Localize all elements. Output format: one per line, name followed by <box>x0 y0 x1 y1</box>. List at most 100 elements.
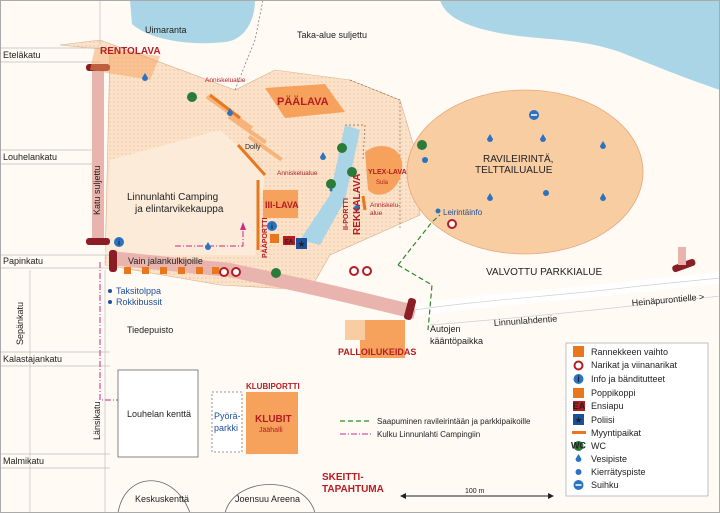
police-icon <box>573 414 584 425</box>
street-malmikatu: Malmikatu <box>3 456 44 466</box>
label-taksitolppa: Taksitolppa <box>116 286 161 296</box>
legend-label-9: Kierrätyspiste <box>591 467 646 477</box>
svg-text:★: ★ <box>297 239 305 249</box>
label-anniskelu-alue: Anniskelu- <box>370 202 400 209</box>
label-joensuu-areena: Joensuu Areena <box>235 494 300 504</box>
street-lines <box>0 0 110 513</box>
label-jaahalli: Jäähalli <box>259 427 283 434</box>
label-pyoraparkki-2: parkki <box>214 423 238 433</box>
police-icon <box>296 238 307 249</box>
label-klubit: KLUBIT <box>255 414 292 425</box>
paalava-stage <box>265 84 345 118</box>
label-rentolava: RENTOLAVA <box>100 46 161 57</box>
label-anniskelu-alue-2: alue <box>370 210 383 217</box>
wc-icons <box>187 92 427 278</box>
street-linnunlahdentie: Linnunlahdentie <box>493 314 557 328</box>
label-anniskelualue-2: Anniskelualue <box>277 170 318 177</box>
svg-text:★: ★ <box>574 415 582 425</box>
cloakroom-icons <box>219 219 457 277</box>
label-vain-jalankulkijoille: Vain jalankulkijoille <box>128 256 203 266</box>
louhelan-kentta <box>117 369 199 458</box>
info-icons <box>114 208 441 247</box>
label-paalava: PÄÄLAVA <box>277 95 329 108</box>
label-pyoraparkki-1: Pyörä- <box>214 411 241 421</box>
label-taka-alue: Taka-alue suljettu <box>297 30 367 40</box>
north-lake <box>440 0 720 90</box>
area-borders <box>234 0 401 230</box>
label-ylex-lava: YLEX-LAVA <box>368 169 407 176</box>
street-louhelankatu: Louhelankatu <box>3 152 57 162</box>
label-uimaranta: Uimaranta <box>145 25 187 35</box>
ravileirinta-area <box>406 89 644 255</box>
svg-text:WC: WC <box>571 441 586 451</box>
camping-route-line <box>99 262 118 401</box>
label-palloilukeidas: PALLOILUKEIDAS <box>338 347 416 357</box>
cloakroom-icon <box>573 360 584 371</box>
sales-point-icon <box>572 431 586 434</box>
legend-label-3: Poppikoppi <box>591 388 636 398</box>
label-autojen: Autojen <box>430 324 461 334</box>
label-anniskelualue: Anniskelualue <box>205 77 246 84</box>
street-etelakatu: Eteläkatu <box>3 50 41 60</box>
street-lansikatu: Länsikatu <box>92 401 102 440</box>
svg-text:EA: EA <box>285 240 294 246</box>
camping-area <box>105 130 265 255</box>
svg-text:i: i <box>577 374 580 384</box>
first-aid-icon <box>283 236 295 245</box>
street-papinkatu: Papinkatu <box>3 256 43 266</box>
wristband-exchange-icon <box>573 346 584 357</box>
pyoraparkki <box>211 391 243 453</box>
water-point-icons <box>142 73 606 250</box>
legend-label-4: Ensiapu <box>591 401 624 411</box>
label-skeitti: SKEITTI- <box>322 472 364 483</box>
label-kaantopaikka: kääntöpaikka <box>430 336 483 346</box>
wristband-exchange-icons <box>124 267 219 274</box>
first-aid-icon <box>573 401 585 411</box>
label-paaportti: PÄÄPORTTI <box>261 218 269 259</box>
info-icon <box>573 374 584 384</box>
label-iii-lava: III-LAVA <box>265 200 299 210</box>
legend-label-2: Info ja bänditutteet <box>591 374 666 384</box>
legend-label-0: Rannekkeen vaihto <box>591 347 668 357</box>
recycling-icon <box>575 469 582 475</box>
route-arrival-label: Saapuminen ravileirintään ja parkkipaiko… <box>377 417 531 426</box>
label-dolly: Dolly <box>245 144 261 151</box>
label-louhelan-kentta: Louhelan kenttä <box>127 409 191 419</box>
street-katu-suljettu: Katu suljettu <box>92 165 102 215</box>
label-tiedepuisto: Tiedepuisto <box>127 325 173 335</box>
iii-lava-stage <box>263 190 298 218</box>
ylex-lava-stage <box>365 146 403 195</box>
water-point-icon <box>575 454 582 462</box>
route-camping-label: Kulku Linnunlahti Campingiin <box>377 430 480 439</box>
street-kalastajankatu: Kalastajankatu <box>3 354 62 364</box>
water-strip <box>300 125 360 245</box>
label-tapahtuma: TAPAHTUMA <box>322 484 384 495</box>
klubit-building <box>246 392 298 454</box>
palloilukeidas-building <box>360 320 405 358</box>
legend-label-5: Poliisi <box>591 415 615 425</box>
label-camping-2: ja elintarvikekauppa <box>134 204 224 215</box>
label-ravileirinta: RAVILEIRINTÄ, <box>483 153 553 165</box>
svg-text:EA: EA <box>573 401 586 411</box>
legend-label-8: Vesipiste <box>591 454 627 464</box>
poppikoppi-icon <box>270 234 279 243</box>
papinkatu-road <box>109 251 417 319</box>
label-telttailualue: TELTTAILUALUE <box>475 165 553 176</box>
linnunlahdentie-road <box>429 295 720 326</box>
symbol-legend: i EA ★ WC Rannekkeen vaihto Narikat ja v… <box>565 342 709 497</box>
label-sula: Sula <box>376 180 389 186</box>
rentolava-stage <box>90 48 160 80</box>
label-valvottu-parkkialue: VALVOTTU PARKKIALUE <box>486 267 602 278</box>
shower-icons <box>529 110 539 120</box>
label-rekkalava: REKKALAVA <box>352 174 363 235</box>
info-glyph: i <box>118 240 120 247</box>
label-scale: 100 m <box>465 488 485 495</box>
arrival-route-line <box>397 214 441 266</box>
label-klubiportti: KLUBIPORTTI <box>246 382 300 391</box>
label-leirintainfo: Leirintäinfo <box>443 208 483 217</box>
legend-label-7: WC <box>591 441 606 451</box>
uimaranta-lake <box>130 0 255 44</box>
joensuu-areena-shape <box>224 484 316 513</box>
wc-icon <box>573 441 584 451</box>
